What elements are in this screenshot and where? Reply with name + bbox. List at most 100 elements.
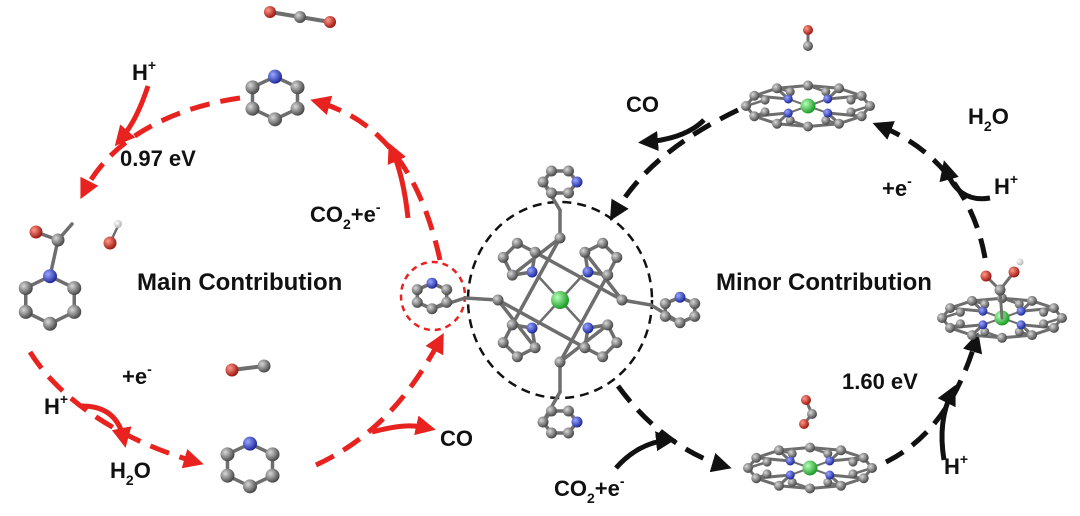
atom bbox=[825, 456, 835, 466]
minor-cycle-arrow-segment bbox=[609, 107, 740, 221]
atom bbox=[571, 176, 583, 188]
atom bbox=[268, 112, 282, 127]
main-cycle-arrow-segment bbox=[80, 95, 241, 200]
atom bbox=[978, 320, 988, 330]
atom bbox=[1027, 330, 1037, 341]
atom bbox=[846, 107, 856, 117]
atom bbox=[563, 405, 574, 417]
chemical-bond bbox=[806, 122, 841, 128]
atom bbox=[511, 237, 523, 249]
atom bbox=[265, 468, 280, 483]
atom bbox=[867, 463, 877, 473]
atom bbox=[1039, 307, 1049, 317]
atom bbox=[294, 11, 306, 23]
atom bbox=[955, 307, 965, 317]
atom bbox=[563, 165, 574, 177]
atom bbox=[1048, 303, 1059, 314]
chemical-bond bbox=[970, 296, 1004, 303]
water-label: H2O bbox=[110, 458, 151, 488]
atom bbox=[803, 80, 813, 91]
atom bbox=[848, 457, 858, 467]
atom bbox=[243, 479, 257, 494]
atom bbox=[823, 477, 833, 487]
co2-electron-label: CO2+e- bbox=[554, 473, 625, 506]
atom bbox=[858, 473, 869, 484]
atom bbox=[674, 317, 686, 329]
atom bbox=[836, 480, 846, 491]
atom bbox=[114, 220, 122, 228]
atom bbox=[526, 322, 538, 334]
main-cycle-arrow-segment bbox=[310, 95, 443, 261]
co-release-arrow bbox=[371, 415, 436, 436]
atom bbox=[821, 115, 831, 125]
atom bbox=[245, 80, 260, 95]
atom bbox=[546, 405, 557, 417]
atom bbox=[537, 416, 549, 428]
atom bbox=[265, 447, 280, 462]
chemical-bond bbox=[1019, 306, 1056, 313]
main-cycle-arrow-segment bbox=[27, 350, 204, 469]
main-cycle-arrow-segment bbox=[314, 332, 444, 468]
porphyrin-co-adduct bbox=[741, 25, 875, 132]
atom bbox=[978, 306, 988, 316]
carbon-dioxide-molecule bbox=[264, 6, 336, 28]
chemical-bond bbox=[777, 484, 812, 490]
atom bbox=[582, 322, 594, 334]
atom bbox=[1016, 306, 1026, 316]
chemical-bond bbox=[806, 84, 841, 90]
chemical-bond bbox=[777, 446, 812, 452]
atom bbox=[659, 298, 671, 310]
proton-label: H+ bbox=[944, 451, 968, 479]
porphyrin-carboxyl-intermediate bbox=[937, 258, 1067, 343]
atom bbox=[43, 269, 57, 284]
atom bbox=[611, 251, 623, 263]
atom bbox=[18, 304, 33, 319]
atom bbox=[1057, 313, 1067, 323]
atom bbox=[762, 469, 772, 479]
atom bbox=[762, 457, 772, 467]
chemical-bond bbox=[826, 111, 864, 118]
atom bbox=[1014, 299, 1024, 309]
atom bbox=[51, 233, 65, 247]
atom bbox=[787, 477, 797, 487]
active-site-highlight bbox=[399, 260, 467, 332]
atom bbox=[268, 69, 282, 84]
chemical-bond bbox=[558, 273, 610, 364]
main-contribution-label: Main Contribution bbox=[137, 269, 342, 296]
water-release-arrow bbox=[939, 160, 991, 202]
molecule-models bbox=[18, 6, 1067, 494]
atom bbox=[18, 281, 33, 296]
atom bbox=[994, 284, 1006, 296]
atom bbox=[1048, 322, 1059, 333]
atom bbox=[220, 468, 235, 483]
atom bbox=[674, 291, 686, 303]
porphyrin-co2-adduct bbox=[743, 395, 877, 494]
atom bbox=[506, 319, 518, 331]
atom bbox=[749, 111, 760, 122]
atom bbox=[290, 101, 305, 116]
atom bbox=[506, 269, 518, 281]
atom bbox=[834, 118, 844, 129]
atom bbox=[546, 187, 557, 199]
atom bbox=[537, 176, 549, 188]
atom bbox=[1027, 295, 1037, 306]
minor-contribution-label: Minor Contribution bbox=[716, 269, 932, 296]
atom bbox=[243, 436, 257, 451]
chemical-bond bbox=[828, 456, 866, 463]
atom bbox=[529, 342, 541, 354]
atom bbox=[602, 319, 614, 331]
porphyrin-catalyst bbox=[411, 165, 701, 439]
atom bbox=[803, 25, 813, 35]
atom bbox=[492, 294, 504, 306]
atom bbox=[803, 41, 813, 51]
main-barrier-energy: 0.97 eV bbox=[120, 146, 196, 171]
chemical-bond bbox=[808, 446, 843, 452]
atom bbox=[856, 90, 867, 101]
atom bbox=[967, 295, 977, 306]
atom bbox=[805, 442, 815, 453]
atom bbox=[1039, 319, 1049, 329]
proton-uptake-arrow bbox=[114, 85, 151, 147]
atom bbox=[955, 319, 965, 329]
atom bbox=[103, 236, 117, 250]
